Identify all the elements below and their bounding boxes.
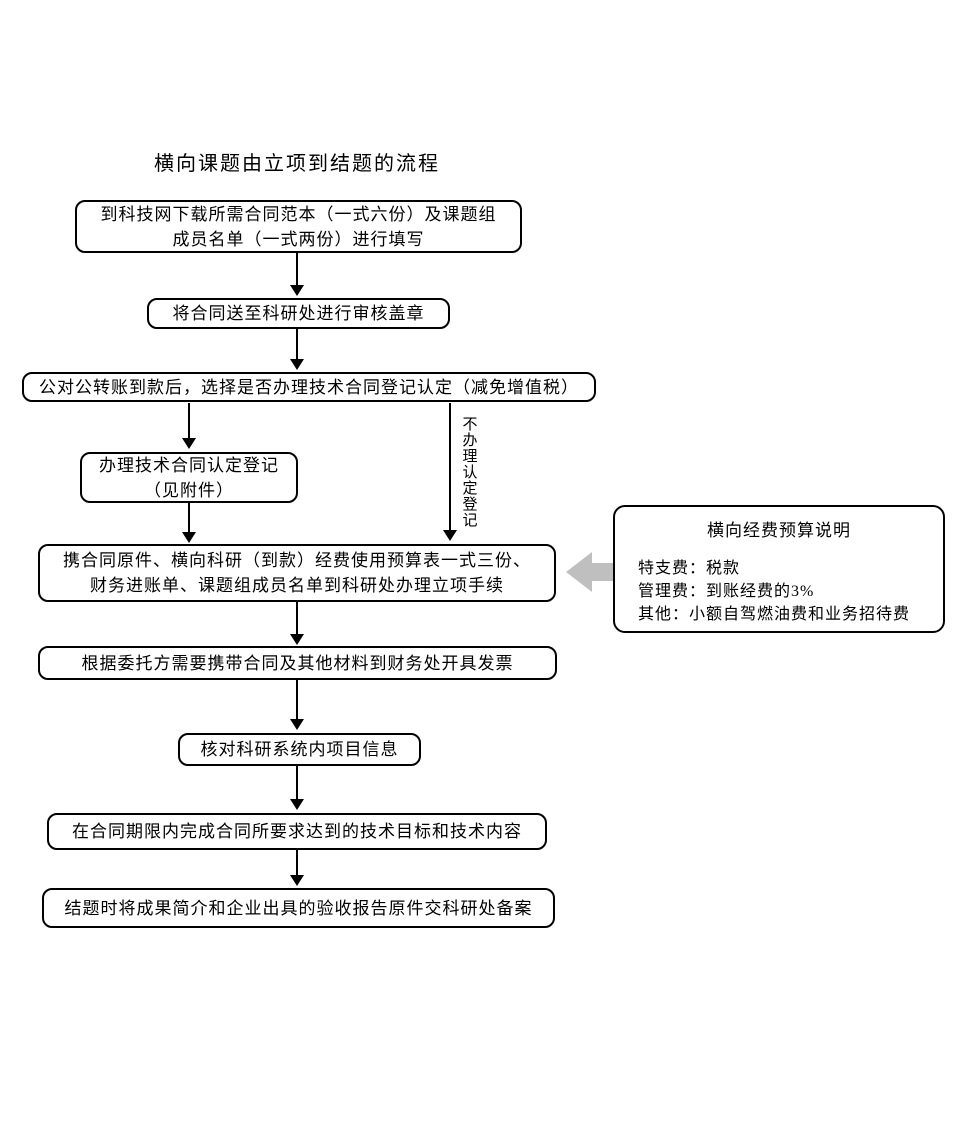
flow-step-label: 办理技术合同认定登记 （见附件）	[99, 455, 279, 500]
flow-step-download-template-box: 到科技网下载所需合同范本（一式六份）及课题组 成员名单（一式两份）进行填写	[75, 200, 522, 253]
arrow-step3-to-registration	[182, 403, 196, 449]
budget-note-line-special-fee: 特支费：税款	[638, 560, 741, 577]
flow-step-verify-system-info-box: 核对科研系统内项目信息	[178, 733, 421, 766]
budget-note-box: 横向经费预算说明 特支费：税款 管理费：到账经费的3% 其他：小额自驾燃油费和业…	[613, 505, 945, 633]
flow-step-label: 将合同送至科研处进行审核盖章	[172, 304, 425, 323]
arrow-setup-to-invoice	[290, 602, 304, 645]
budget-note-line-other-fee: 其他：小额自驾燃油费和业务招待费	[638, 606, 911, 623]
arrow-fulfill-to-closeout	[290, 850, 304, 886]
branch-label-no-registration: 不办理认定登记	[462, 417, 478, 529]
flow-step-project-closeout-box: 结题时将成果简介和企业出具的验收报告原件交科研处备案	[42, 888, 555, 928]
flow-step-issue-invoice-box: 根据委托方需要携带合同及其他材料到财务处开具发票	[38, 646, 557, 680]
arrow-registration-to-setup	[182, 503, 196, 543]
flow-step-contract-registration-box: 办理技术合同认定登记 （见附件）	[80, 452, 298, 503]
arrow-step3-skip-registration	[443, 403, 457, 541]
flow-step-label: 根据委托方需要携带合同及其他材料到财务处开具发票	[81, 653, 514, 673]
flow-step-project-setup-box: 携合同原件、横向科研（到款）经费使用预算表一式三份、 财务进账单、课题组成员名单…	[38, 544, 556, 602]
flow-step-label: 到科技网下载所需合同范本（一式六份）及课题组 成员名单（一式两份）进行填写	[100, 204, 497, 249]
flow-step-label: 核对科研系统内项目信息	[200, 740, 399, 759]
flow-step-label: 在合同期限内完成合同所要求达到的技术目标和技术内容	[72, 822, 522, 841]
flow-step-label: 结题时将成果简介和企业出具的验收报告原件交科研处备案	[64, 898, 533, 918]
budget-note-title: 横向经费预算说明	[707, 521, 851, 540]
arrow-step1-to-step2	[290, 253, 304, 296]
flow-step-label: 携合同原件、横向科研（到款）经费使用预算表一式三份、 财务进账单、课题组成员名单…	[63, 551, 531, 595]
budget-note-pointer-arrow-icon	[566, 552, 614, 597]
flow-step-fulfill-contract-box: 在合同期限内完成合同所要求达到的技术目标和技术内容	[47, 813, 547, 850]
arrow-verify-to-fulfill	[290, 766, 304, 810]
diagram-title: 横向课题由立项到结题的流程	[154, 153, 440, 175]
budget-note-line-management-fee: 管理费：到账经费的3%	[638, 583, 815, 600]
arrow-step2-to-step3	[290, 329, 304, 370]
flow-step-label: 公对公转账到款后，选择是否办理技术合同登记认定（减免增值税）	[39, 377, 579, 397]
flow-step-send-review-seal-box: 将合同送至科研处进行审核盖章	[147, 298, 450, 329]
arrow-invoice-to-verify	[290, 680, 304, 730]
flow-step-payment-decision-box: 公对公转账到款后，选择是否办理技术合同登记认定（减免增值税）	[22, 372, 596, 402]
